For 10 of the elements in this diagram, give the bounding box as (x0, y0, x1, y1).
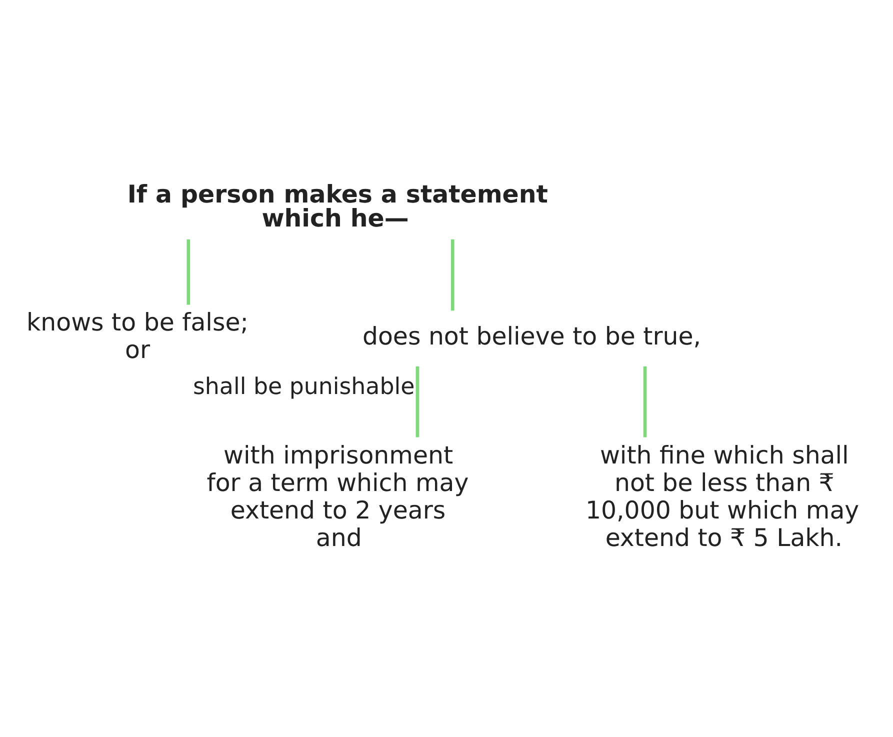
connector (186, 238, 190, 304)
connector (416, 366, 420, 437)
node-text: with fine which shall not be less than ₹ 10,000 but which may extend to ₹ 5 Lakh. (585, 440, 860, 552)
node-text: If a person makes a statement which he— (127, 178, 548, 232)
edge-label: shall be punishable (192, 374, 415, 400)
connector (450, 238, 454, 310)
node-text: knows to be false; or (26, 307, 248, 364)
node-text: with imprisonment for a term which may extend to 2 years and (206, 440, 469, 552)
connector (643, 366, 647, 437)
node-text: does not believe to be true, (362, 320, 702, 350)
